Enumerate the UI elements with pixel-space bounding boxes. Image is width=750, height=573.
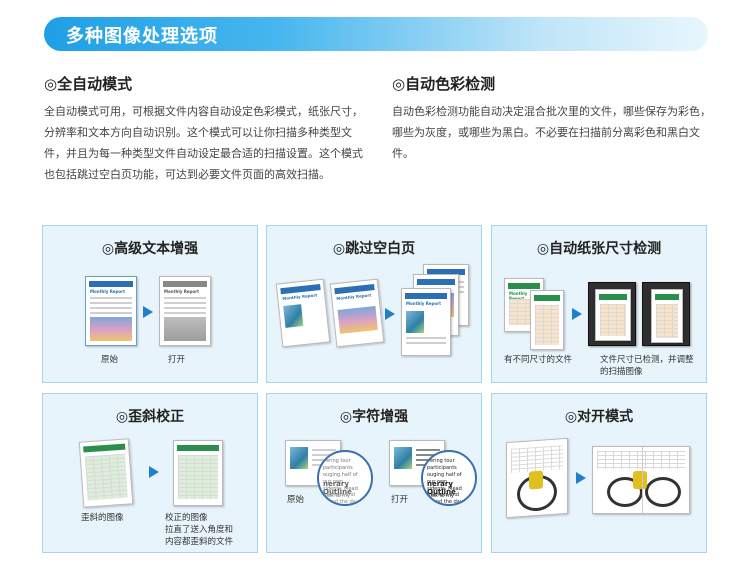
- doc-header-text: Monthly Report: [406, 301, 441, 306]
- card-title: ◎歪斜校正: [115, 409, 185, 425]
- arrow-icon: [385, 308, 395, 320]
- card-title: ◎高级文本增强: [101, 241, 199, 257]
- section-title: ◎自动色彩检测: [392, 75, 496, 93]
- section-auto-mode: ◎全自动模式 全自动模式可用，可根据文件内容自动设定色彩模式，纸张尺寸，分辨率和…: [44, 73, 370, 185]
- doc-header-text: Monthly Report: [164, 289, 199, 294]
- card-title: ◎对开模式: [564, 409, 634, 425]
- document-thumbnail: Monthly Report: [329, 278, 385, 348]
- caption-processed: 文件尺寸已检测，并调整的扫描图像: [600, 355, 694, 377]
- card-text-enhance: ◎高级文本增强 Monthly Report Monthly Report 原始…: [42, 225, 258, 383]
- card-paper-size: ◎自动纸张尺寸检测 Monthly Report 有不同尺寸的文件 文件尺寸已检…: [491, 225, 707, 383]
- caption-original: 原始: [101, 355, 119, 365]
- scanned-image: [642, 282, 690, 346]
- arrow-icon: [576, 472, 586, 484]
- caption-processed: 打开: [168, 355, 186, 365]
- document-thumbnail-original: Monthly Report: [85, 276, 137, 346]
- caption-processed: 校正的图像 拉直了送入角度和 内容都歪斜的文件: [165, 513, 234, 547]
- lens-text: r Athens and spend the day the Acropolis…: [323, 492, 359, 505]
- doc-header-text: Monthly Report: [509, 291, 528, 301]
- lens-heading: nerary Outline: [427, 480, 456, 496]
- section-body: 自动色彩检测功能自动决定混合批次里的文件，哪些保存为彩色，哪些为灰度，或哪些为黑…: [392, 105, 711, 160]
- card-title: ◎自动纸张尺寸检测: [536, 241, 662, 257]
- lens-text: vering tour participants ouging half of …: [323, 458, 358, 499]
- lens-text: r Athens and spend the day the Acropolis…: [427, 492, 463, 505]
- doc-header-text: Monthly Report: [336, 292, 372, 302]
- arrow-icon: [572, 308, 582, 320]
- document-thumbnail: Monthly Report: [401, 288, 451, 356]
- doc-header-text: Monthly Report: [90, 289, 125, 294]
- section-body: 全自动模式可用，可根据文件内容自动设定色彩模式，纸张尺寸，分辨率和文本方向自动识…: [44, 105, 363, 181]
- card-book-mode: ◎对开模式: [491, 393, 707, 553]
- caption-original: 原始: [287, 495, 305, 505]
- magnifier-lens: vering tour participants ouging half of …: [421, 450, 477, 506]
- scanned-image: [588, 282, 636, 346]
- lens-heading: nerary Outline: [323, 480, 352, 496]
- card-deskew: ◎歪斜校正 歪斜的图像 校正的图像 拉直了送入角度和 内容都歪斜的文件: [42, 393, 258, 553]
- arrow-icon: [143, 306, 153, 318]
- document-thumbnail-processed: Monthly Report: [159, 276, 211, 346]
- section-auto-color: ◎自动色彩检测 自动色彩检测功能自动决定混合批次里的文件，哪些保存为彩色，哪些为…: [392, 73, 712, 164]
- magnifier-lens: vering tour participants ouging half of …: [317, 450, 373, 506]
- card-title: ◎跳过空白页: [332, 241, 416, 257]
- banner-title: 多种图像处理选项: [66, 26, 218, 47]
- document-thumbnail-skewed: [78, 438, 134, 508]
- caption-processed: 打开: [391, 495, 409, 505]
- folded-document: [506, 437, 568, 519]
- arrow-icon: [149, 466, 159, 478]
- doc-header-text: Monthly Report: [282, 292, 318, 302]
- document-thumbnail-corrected: [173, 440, 223, 506]
- caption-original: 歪斜的图像: [81, 513, 124, 523]
- card-skip-blank: ◎跳过空白页 Monthly Report Monthly Report Mon…: [266, 225, 482, 383]
- section-title: ◎全自动模式: [44, 75, 133, 93]
- banner: 多种图像处理选项: [44, 17, 708, 51]
- lens-text: vering tour participants ouging half of …: [427, 458, 462, 499]
- document-thumbnail: [530, 290, 564, 350]
- card-title: ◎字符增强: [339, 409, 409, 425]
- document-thumbnail: Monthly Report: [275, 278, 331, 348]
- card-char-enhance: ◎字符增强 vering tour participants ouging ha…: [266, 393, 482, 553]
- document-thumbnail-spread: [592, 446, 690, 514]
- caption-original: 有不同尺寸的文件: [504, 355, 573, 365]
